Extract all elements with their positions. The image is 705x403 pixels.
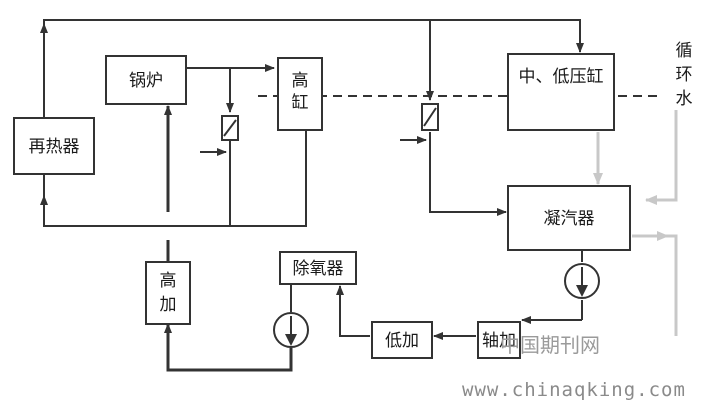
boiler: 锅炉 (105, 55, 187, 105)
cooling-water-circuit (632, 110, 678, 336)
feed-pump-discharge (164, 323, 293, 372)
cooling-water-char-1: 循 (676, 41, 693, 61)
cooling-water-char-2: 环 (676, 65, 693, 85)
ip-lp-cylinder: 中、低压缸 (507, 53, 615, 131)
gland-heater-label: 轴加 (482, 331, 516, 351)
cooling-water-label: 循 环 水 (676, 41, 693, 109)
hp-heater-label-1: 高 (160, 271, 177, 291)
lp-heater-to-deaerator (336, 285, 370, 337)
reheater: 再热器 (13, 117, 95, 175)
hp-cylinder-label-1: 高 (292, 71, 309, 91)
cooling-water-out (632, 234, 678, 336)
reheat-steam-line (43, 19, 584, 118)
pipe-lines (40, 19, 584, 372)
hp-cylinder-label-2: 缸 (292, 92, 309, 113)
watermark-cn: 中国期刊网 (500, 333, 600, 357)
boiler-label: 锅炉 (129, 71, 163, 91)
gland-heater: 轴加 (477, 321, 521, 359)
hp-heater-label-2: 加 (160, 295, 177, 315)
condenser: 凝汽器 (507, 185, 631, 251)
lp-bypass-line-lower (429, 132, 507, 216)
condenser-label: 凝汽器 (544, 209, 595, 229)
lp-heater-label: 低加 (385, 331, 419, 351)
feed-pump-icon (273, 312, 309, 348)
cooling-water-in (645, 110, 678, 205)
ip-lp-cylinder-label: 中、低压缸 (519, 66, 604, 87)
hp-cylinder: 高 缸 (277, 57, 323, 131)
reheater-label: 再热器 (29, 137, 80, 157)
hp-heater: 高 加 (145, 261, 191, 325)
watermark-url: www.chinaqking.com (462, 379, 686, 401)
deaerator: 除氧器 (279, 251, 357, 285)
lp-bypass-valve-icon (421, 103, 439, 131)
deaerator-label: 除氧器 (293, 259, 344, 279)
lp-heater: 低加 (371, 321, 433, 359)
hp-bypass-valve-icon (221, 115, 239, 141)
cooling-water-char-3: 水 (676, 89, 693, 109)
condensate-pump-icon (564, 263, 600, 299)
